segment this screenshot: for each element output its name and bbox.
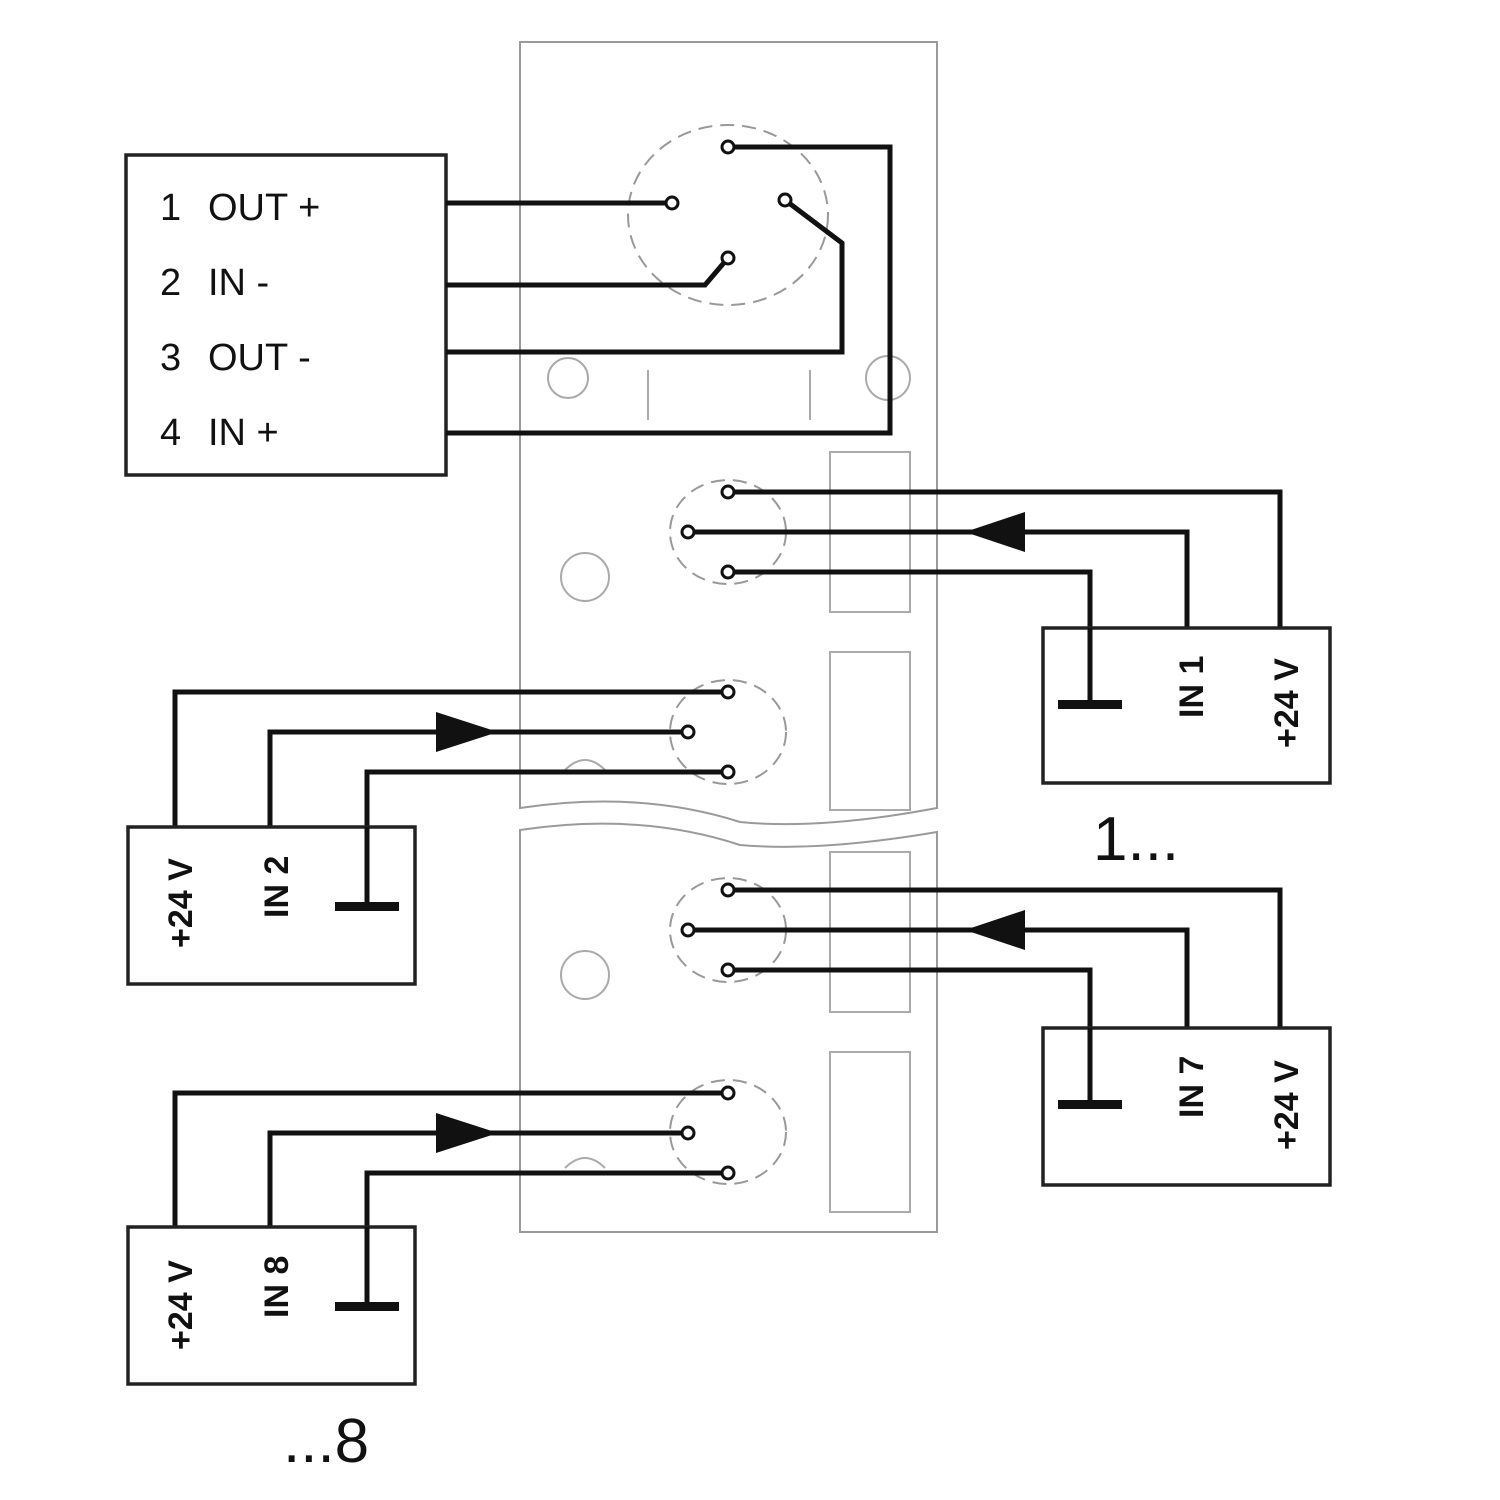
input-8-supply-label: +24 V xyxy=(162,1260,200,1350)
input-7-wiring xyxy=(680,882,1283,1028)
input-2-signal-label: IN 2 xyxy=(258,856,296,918)
pin-4-label: IN + xyxy=(208,412,279,454)
input-1-box: IN 1 +24 V xyxy=(1041,626,1332,785)
sensor-box: 1 OUT + 2 IN - 3 OUT - 4 IN + xyxy=(124,153,448,477)
input-8-direction-arrow xyxy=(436,1113,498,1153)
input-1-wiring xyxy=(680,484,1283,628)
pin-2-number: 2 xyxy=(160,262,181,304)
input-7-signal-label: IN 7 xyxy=(1173,1056,1211,1118)
input-8-wiring xyxy=(172,1085,736,1227)
pin-3-label: OUT - xyxy=(208,337,311,379)
input-2-box: +24 V IN 2 xyxy=(126,825,417,986)
input-2-direction-arrow xyxy=(436,712,498,752)
input-1-signal-label: IN 1 xyxy=(1173,656,1211,718)
pin-4-number: 4 xyxy=(160,412,181,454)
range-start-label: 1... xyxy=(1093,805,1179,874)
input-7-direction-arrow xyxy=(965,910,1025,950)
pin-3-number: 3 xyxy=(160,337,181,379)
range-end-label: ...8 xyxy=(283,1407,369,1476)
input-8-signal-label: IN 8 xyxy=(258,1256,296,1318)
module-panel xyxy=(519,41,938,1233)
input-2-wiring xyxy=(172,684,736,827)
input-7-box: IN 7 +24 V xyxy=(1041,1026,1332,1187)
input-2-supply-label: +24 V xyxy=(162,858,200,948)
pin-1-label: OUT + xyxy=(208,187,320,229)
pin-1-number: 1 xyxy=(160,187,181,229)
sensor-wires xyxy=(446,139,893,436)
pin-2-label: IN - xyxy=(208,262,269,304)
input-8-box: +24 V IN 8 xyxy=(126,1225,417,1386)
input-1-supply-label: +24 V xyxy=(1268,658,1306,748)
input-7-supply-label: +24 V xyxy=(1268,1060,1306,1150)
input-1-direction-arrow xyxy=(965,512,1025,552)
